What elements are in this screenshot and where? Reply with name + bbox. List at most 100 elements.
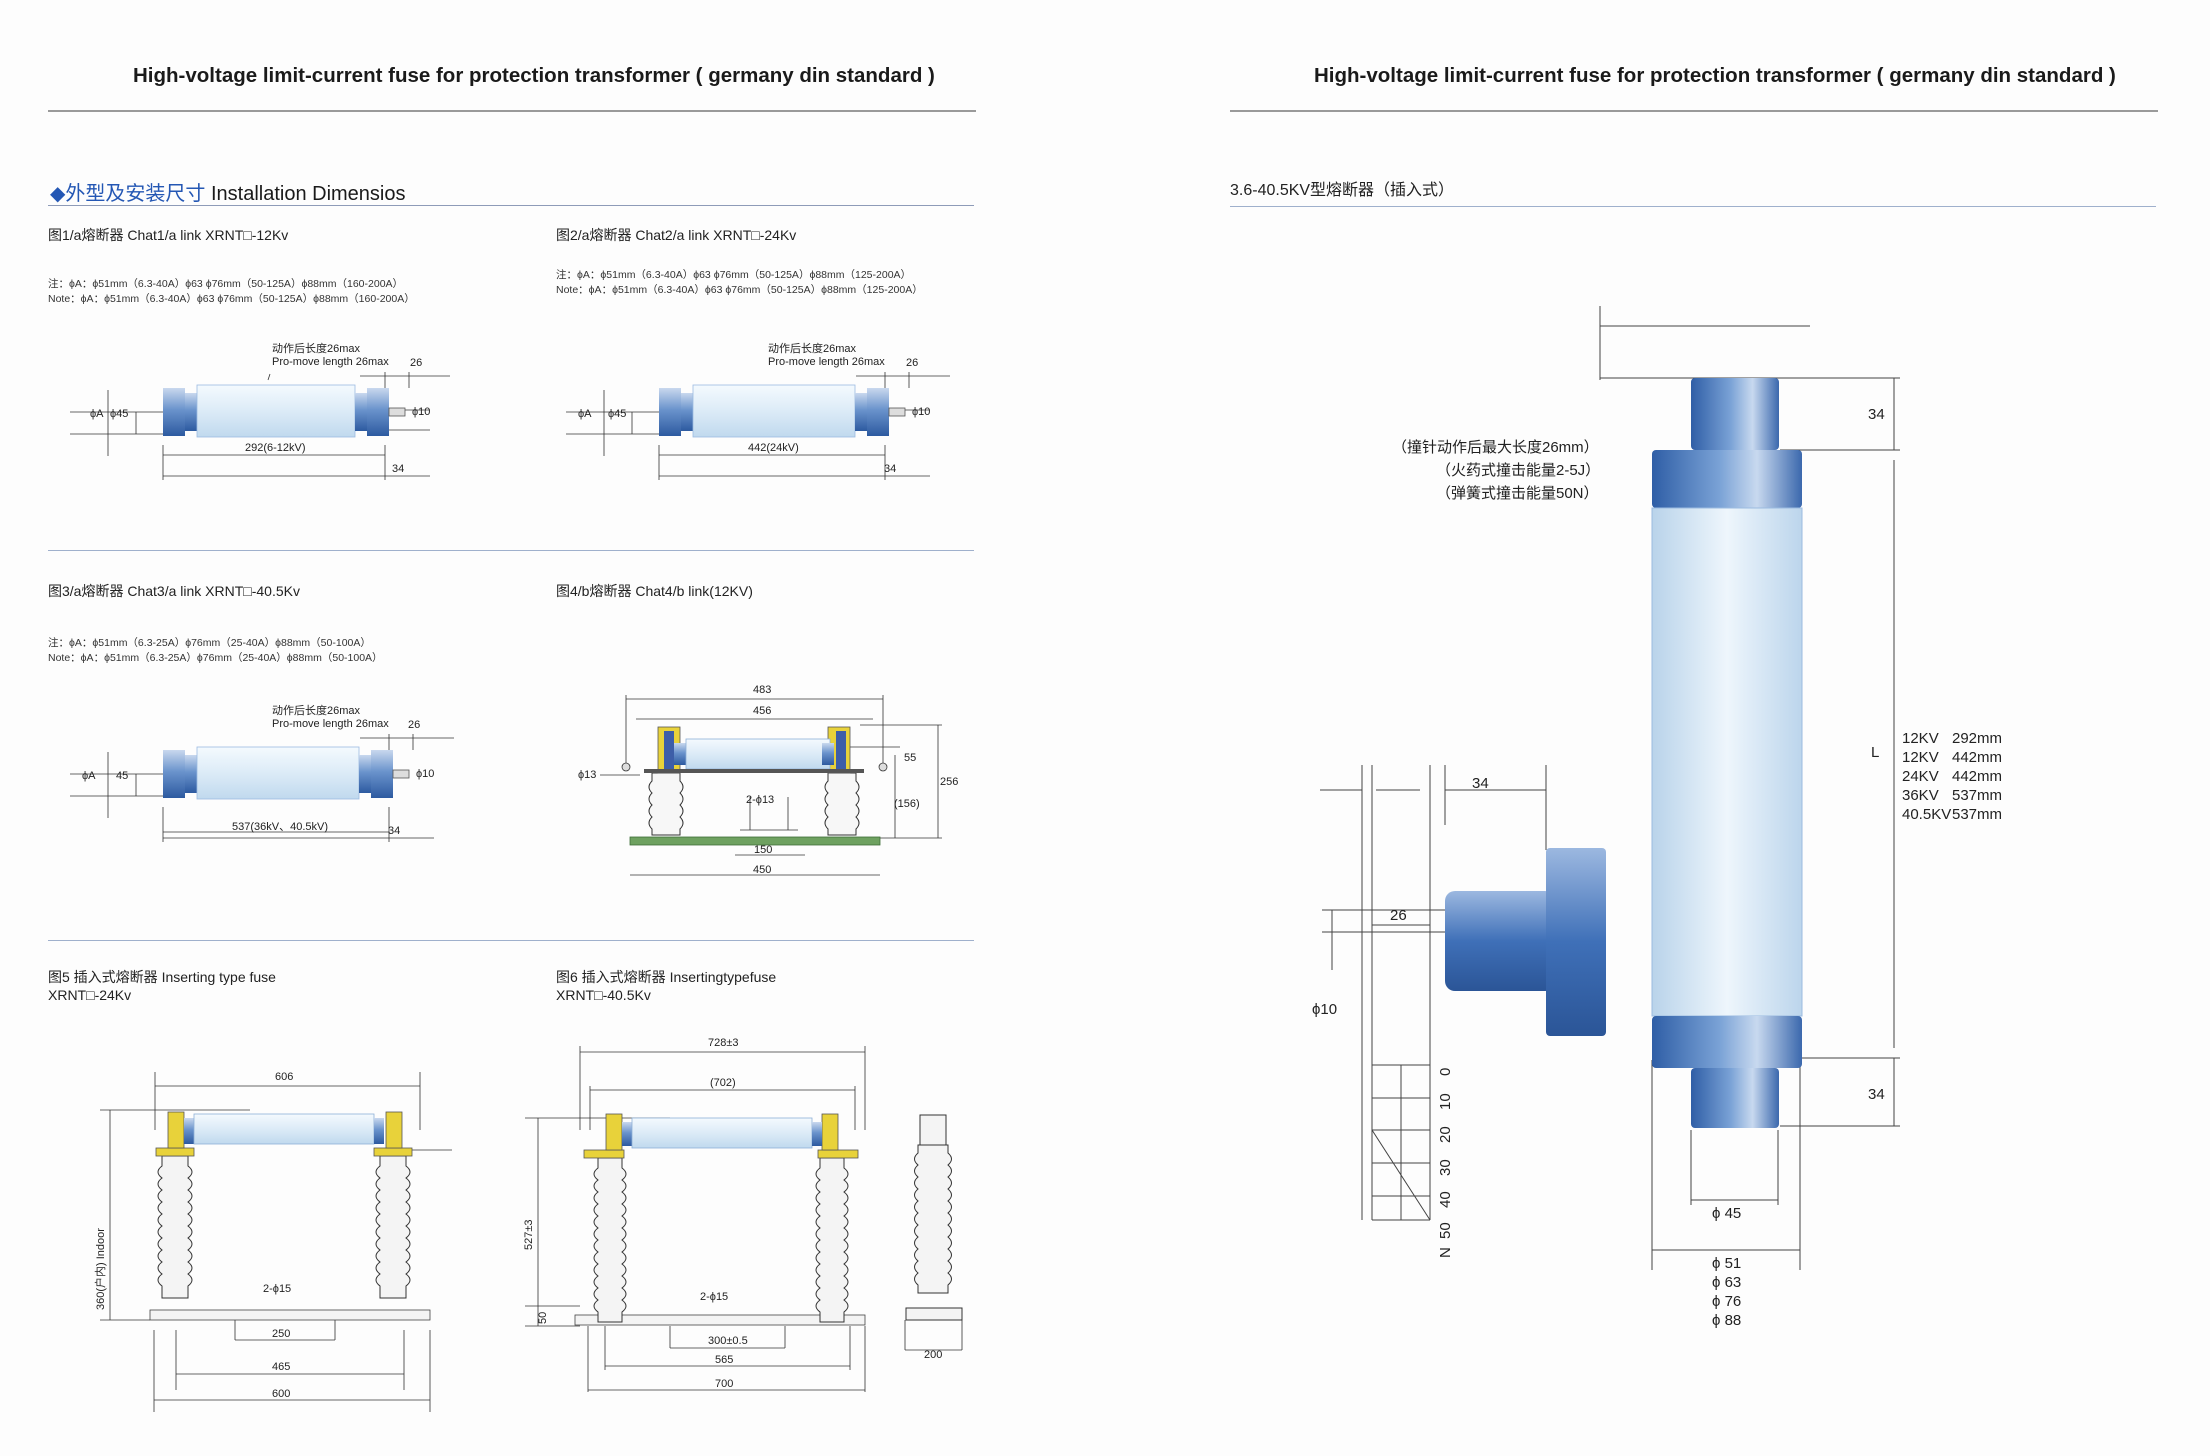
fig2-note-cn: 注：ϕA：ϕ51mm（6.3-40A）ϕ63 ϕ76mm（50-125A）ϕ88… [556,269,912,281]
scale-tick-20: 20 [1437,1126,1454,1143]
fig5-dim-606: 606 [275,1071,293,1083]
diameter-item: ϕ 76 [1712,1293,1742,1310]
fig6-holes: 2-ϕ15 [700,1291,728,1303]
fig2-caption: 图2/a熔断器 Chat2/a link XRNT□-24Kv [556,227,797,243]
dim-34-top: 34 [1868,406,1885,423]
dim-phi-45: ϕ 45 [1712,1205,1742,1222]
annotation-spring-energy: （弹簧式撞击能量50N） [1436,485,1599,502]
fig6-dim-728: 728±3 [708,1037,739,1049]
fig4-dim-483: 483 [753,684,771,696]
fig1-dim-26: 26 [410,357,422,369]
scale-tick-50: 50 [1437,1222,1454,1239]
fig2-move-en: Pro-move length 26max [768,356,885,368]
length-mm: 537mm [1952,806,2003,823]
fig5-height: 360(户内) Indoor [93,1228,107,1310]
fig5-caption-1: 图5 插入式熔断器 Inserting type fuse [48,969,276,985]
fig1-length: 292(6-12kV) [245,442,306,454]
divider-1 [48,550,974,551]
length-mm: 442mm [1952,749,2003,766]
fig2-dim-10: ϕ10 [912,406,930,418]
fig3-length: 537(36kV、40.5kV) [232,821,328,833]
length-kv: 24KV [1902,768,1939,785]
fig1-dim-34: 34 [392,463,404,475]
fig6-caption-2: XRNT□-40.5Kv [556,987,651,1003]
fig6-dim-565: 565 [715,1354,733,1366]
fig4-caption: 图4/b熔断器 Chat4/b link(12KV) [556,583,753,599]
striker-detail-drawing: 34 26 ϕ10 0 10 20 30 40 50 N [1312,765,1606,1258]
fig4-dim-256: 256 [940,776,958,788]
fig5-dim-600: 600 [272,1388,290,1400]
fig1-dim-10: ϕ10 [412,406,430,418]
fig2-dim-A: ϕA [578,408,592,420]
diamond-icon: ◆ [50,183,66,205]
length-kv: 12KV [1902,730,1939,747]
length-row: 12KV 442mm [1902,748,2002,767]
length-mm: 292mm [1952,730,2003,747]
fig3-drawing: ϕA 45 ϕ10 动作后长度26max Pro-move length 26m… [70,703,454,842]
right-title-rule [1230,206,2156,207]
fig4-dim-456: 456 [753,705,771,717]
fig1-move-en: Pro-move length 26max [272,356,389,368]
divider-2 [48,940,974,941]
fig3-note-en: Note：ϕA：ϕ51mm（6.3-25A）ϕ76mm（25-40A）ϕ88mm… [48,652,383,664]
fig4-dim-450: 450 [753,864,771,876]
length-mm: 537mm [1952,787,2003,804]
right-title: 3.6-40.5KV型熔断器（插入式） [1230,182,1455,199]
fig5-caption-2: XRNT□-24Kv [48,987,132,1003]
section-title: ◆外型及安装尺寸 Installation Dimensios [50,177,405,206]
fig3-dim-26: 26 [408,719,420,731]
diameter-item: ϕ 88 [1712,1312,1742,1329]
fig1-note-cn: 注：ϕA：ϕ51mm（6.3-40A）ϕ63 ϕ76mm（50-125A）ϕ88… [48,278,404,290]
fig2-dim-34: 34 [884,463,896,475]
fig3-dim-A: ϕA [82,770,96,782]
header-rule-left [48,110,976,112]
fig6-dim-50: 50 [537,1312,549,1324]
header-rule-right [1230,110,2158,112]
fig3-dim-10: ϕ10 [416,768,434,780]
section-title-en: Installation Dimensios [210,183,406,205]
fig2-dim-45: ϕ45 [608,408,626,420]
fig3-note-cn: 注：ϕA：ϕ51mm（6.3-25A）ϕ76mm（25-40A）ϕ88mm（50… [48,637,371,649]
detail-dim-34: 34 [1472,775,1489,792]
length-row: 12KV 292mm [1902,729,2002,748]
length-row: 36KV 537mm [1902,786,2002,805]
fig6-caption-1: 图6 插入式熔断器 Insertingtypefuse [556,969,777,985]
fig6-height: 527±3 [523,1219,535,1250]
length-mm: 442mm [1952,768,2003,785]
annotation-powder-energy: （火药式撞击能量2-5J） [1436,462,1601,479]
diameter-item: ϕ 51 [1712,1255,1742,1272]
fig6-dim-200: 200 [924,1349,942,1361]
fig4-dim-150: 150 [754,844,772,856]
header-right: High-voltage limit-current fuse for prot… [1314,64,2116,87]
annotation-max-length: （撞针动作后最大长度26mm） [1392,439,1599,456]
main-fuse-drawing [1599,306,1900,1270]
fig1-drawing: ϕA ϕ45 ϕ10 动作后长度26max Pro-move length 26… [70,341,450,480]
fig1-move-cn: 动作后长度26max [272,341,361,355]
length-kv: 40.5KV [1902,806,1952,823]
length-kv: 36KV [1902,787,1939,804]
fig3-dim-45: 45 [116,770,128,782]
fig4-dim-55: 55 [904,752,916,764]
fig6-dim-700: 700 [715,1378,733,1390]
fig6-drawing: 728±3 (702) 527±3 50 2-ϕ15 300±0.5 565 7… [523,1037,963,1392]
fig4-dim-13: ϕ13 [578,769,596,781]
fig1-caption: 图1/a熔断器 Chat1/a link XRNT□-12Kv [48,227,289,243]
fig6-dim-300: 300±0.5 [708,1335,748,1347]
length-kv: 12KV [1902,749,1939,766]
scale-tick-0: 0 [1437,1068,1454,1076]
fig3-caption: 图3/a熔断器 Chat3/a link XRNT□-40.5Kv [48,583,300,599]
fig2-note-en: Note：ϕA：ϕ51mm（6.3-40A）ϕ63 ϕ76mm（50-125A）… [556,284,923,296]
scale-tick-40: 40 [1437,1191,1454,1208]
scale-tick-30: 30 [1437,1159,1454,1176]
fig1-note-en: Note：ϕA：ϕ51mm（6.3-40A）ϕ63 ϕ76mm（50-125A）… [48,293,415,305]
fig4-dim-156: (156) [894,798,920,810]
fig3-move-en: Pro-move length 26max [272,718,389,730]
fig1-dim-A: ϕA [90,408,104,420]
fig5-drawing: 606 360(户内) Indoor 2-ϕ15 250 465 600 [93,1071,452,1412]
fig3-dim-34: 34 [388,825,400,837]
fig2-drawing: ϕA ϕ45 ϕ10 动作后长度26max Pro-move length 26… [566,341,950,480]
fig5-dim-465: 465 [272,1361,290,1373]
scale-unit: N [1437,1247,1454,1258]
fig2-length: 442(24kV) [748,442,799,454]
